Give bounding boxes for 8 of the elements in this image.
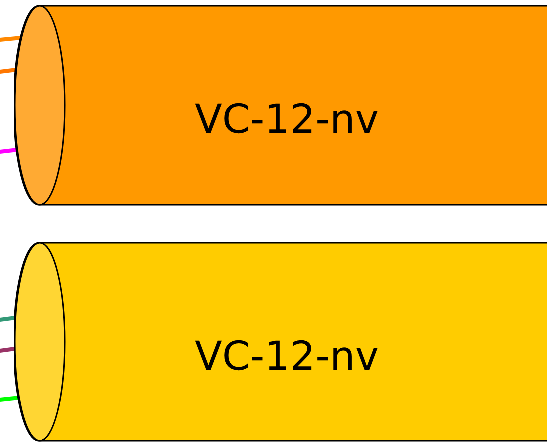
- fiber-line: [0, 148, 18, 154]
- fiber-line: [0, 347, 16, 353]
- cylinder-label: VC-12-nv: [194, 97, 380, 143]
- cylinder-label: VC-12-nv: [194, 334, 380, 380]
- fiber-line: [0, 396, 20, 402]
- fiber-line: [0, 36, 22, 42]
- fiber-line: [0, 68, 17, 74]
- fiber-line: [0, 316, 16, 322]
